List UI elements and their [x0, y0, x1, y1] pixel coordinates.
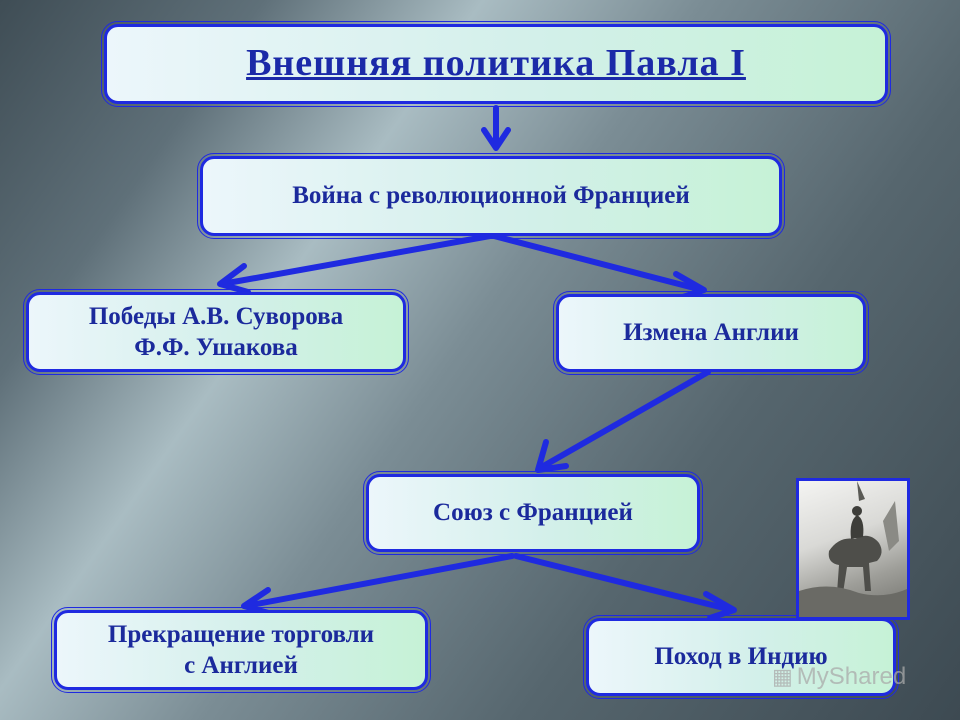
- node-alliance-text: Союз с Францией: [433, 499, 633, 527]
- node-victories-line1: Победы А.В. Суворова: [88, 302, 344, 330]
- node-india-text: Поход в Индию: [654, 643, 828, 671]
- node-war-text: Война с революционной Францией: [292, 182, 690, 210]
- watermark-logo-icon: ▦: [772, 664, 793, 689]
- node-trade-cessation: Прекращение торговли с Англией: [51, 607, 431, 693]
- node-alliance-with-france: Союз с Францией: [363, 471, 703, 555]
- node-india-campaign: Поход в Индию: [583, 615, 899, 699]
- node-betrayal-of-england: Измена Англии: [553, 291, 869, 375]
- title-text: Внешняя политика Павла I: [246, 42, 746, 85]
- watermark: ▦ MyShared: [772, 660, 932, 694]
- arrow-alliance-to-india: [513, 553, 737, 621]
- arrow-war-to-betrayal: [491, 233, 707, 301]
- arrow-title-to-war: [481, 105, 511, 151]
- node-victories-line2: Ф.Ф. Ушакова: [134, 334, 298, 361]
- arrow-betrayal-to-alliance: [535, 369, 711, 473]
- node-victories: Победы А.В. Суворова Ф.Ф. Ушакова: [23, 289, 409, 375]
- node-trade-line2: с Англией: [184, 652, 298, 679]
- node-war-with-france: Война с революционной Францией: [197, 153, 785, 239]
- node-trade-line1: Прекращение торговли: [107, 620, 375, 648]
- horseman-engraving-icon: [799, 481, 907, 617]
- historical-engraving-image: [796, 478, 910, 620]
- node-betrayal-text: Измена Англии: [623, 319, 799, 347]
- arrow-alliance-to-trade: [241, 553, 515, 617]
- watermark-text: MyShared: [796, 663, 907, 690]
- arrow-war-to-victories: [217, 233, 493, 295]
- title-node: Внешняя политика Павла I: [101, 21, 891, 107]
